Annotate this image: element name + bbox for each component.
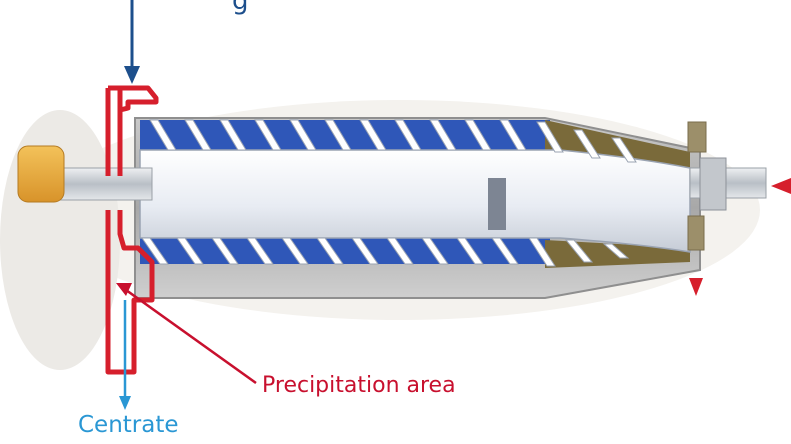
centrate-label: Centrate [78, 412, 179, 438]
centrate-outlet-arrow [119, 300, 131, 410]
solids-discharge-port-lower [688, 216, 704, 250]
feed-label-partial: g [232, 0, 249, 16]
solids-discharge-arrowhead [689, 278, 703, 296]
feed-inlet-arrow [124, 0, 140, 84]
right-inlet-arrowhead [771, 178, 791, 194]
precipitation-area-label: Precipitation area [262, 373, 456, 398]
solids-discharge-port [688, 122, 706, 152]
feed-slot [488, 178, 506, 230]
drive-hub [18, 146, 64, 202]
right-bearing [700, 158, 726, 210]
screw-conveyor [140, 150, 690, 252]
